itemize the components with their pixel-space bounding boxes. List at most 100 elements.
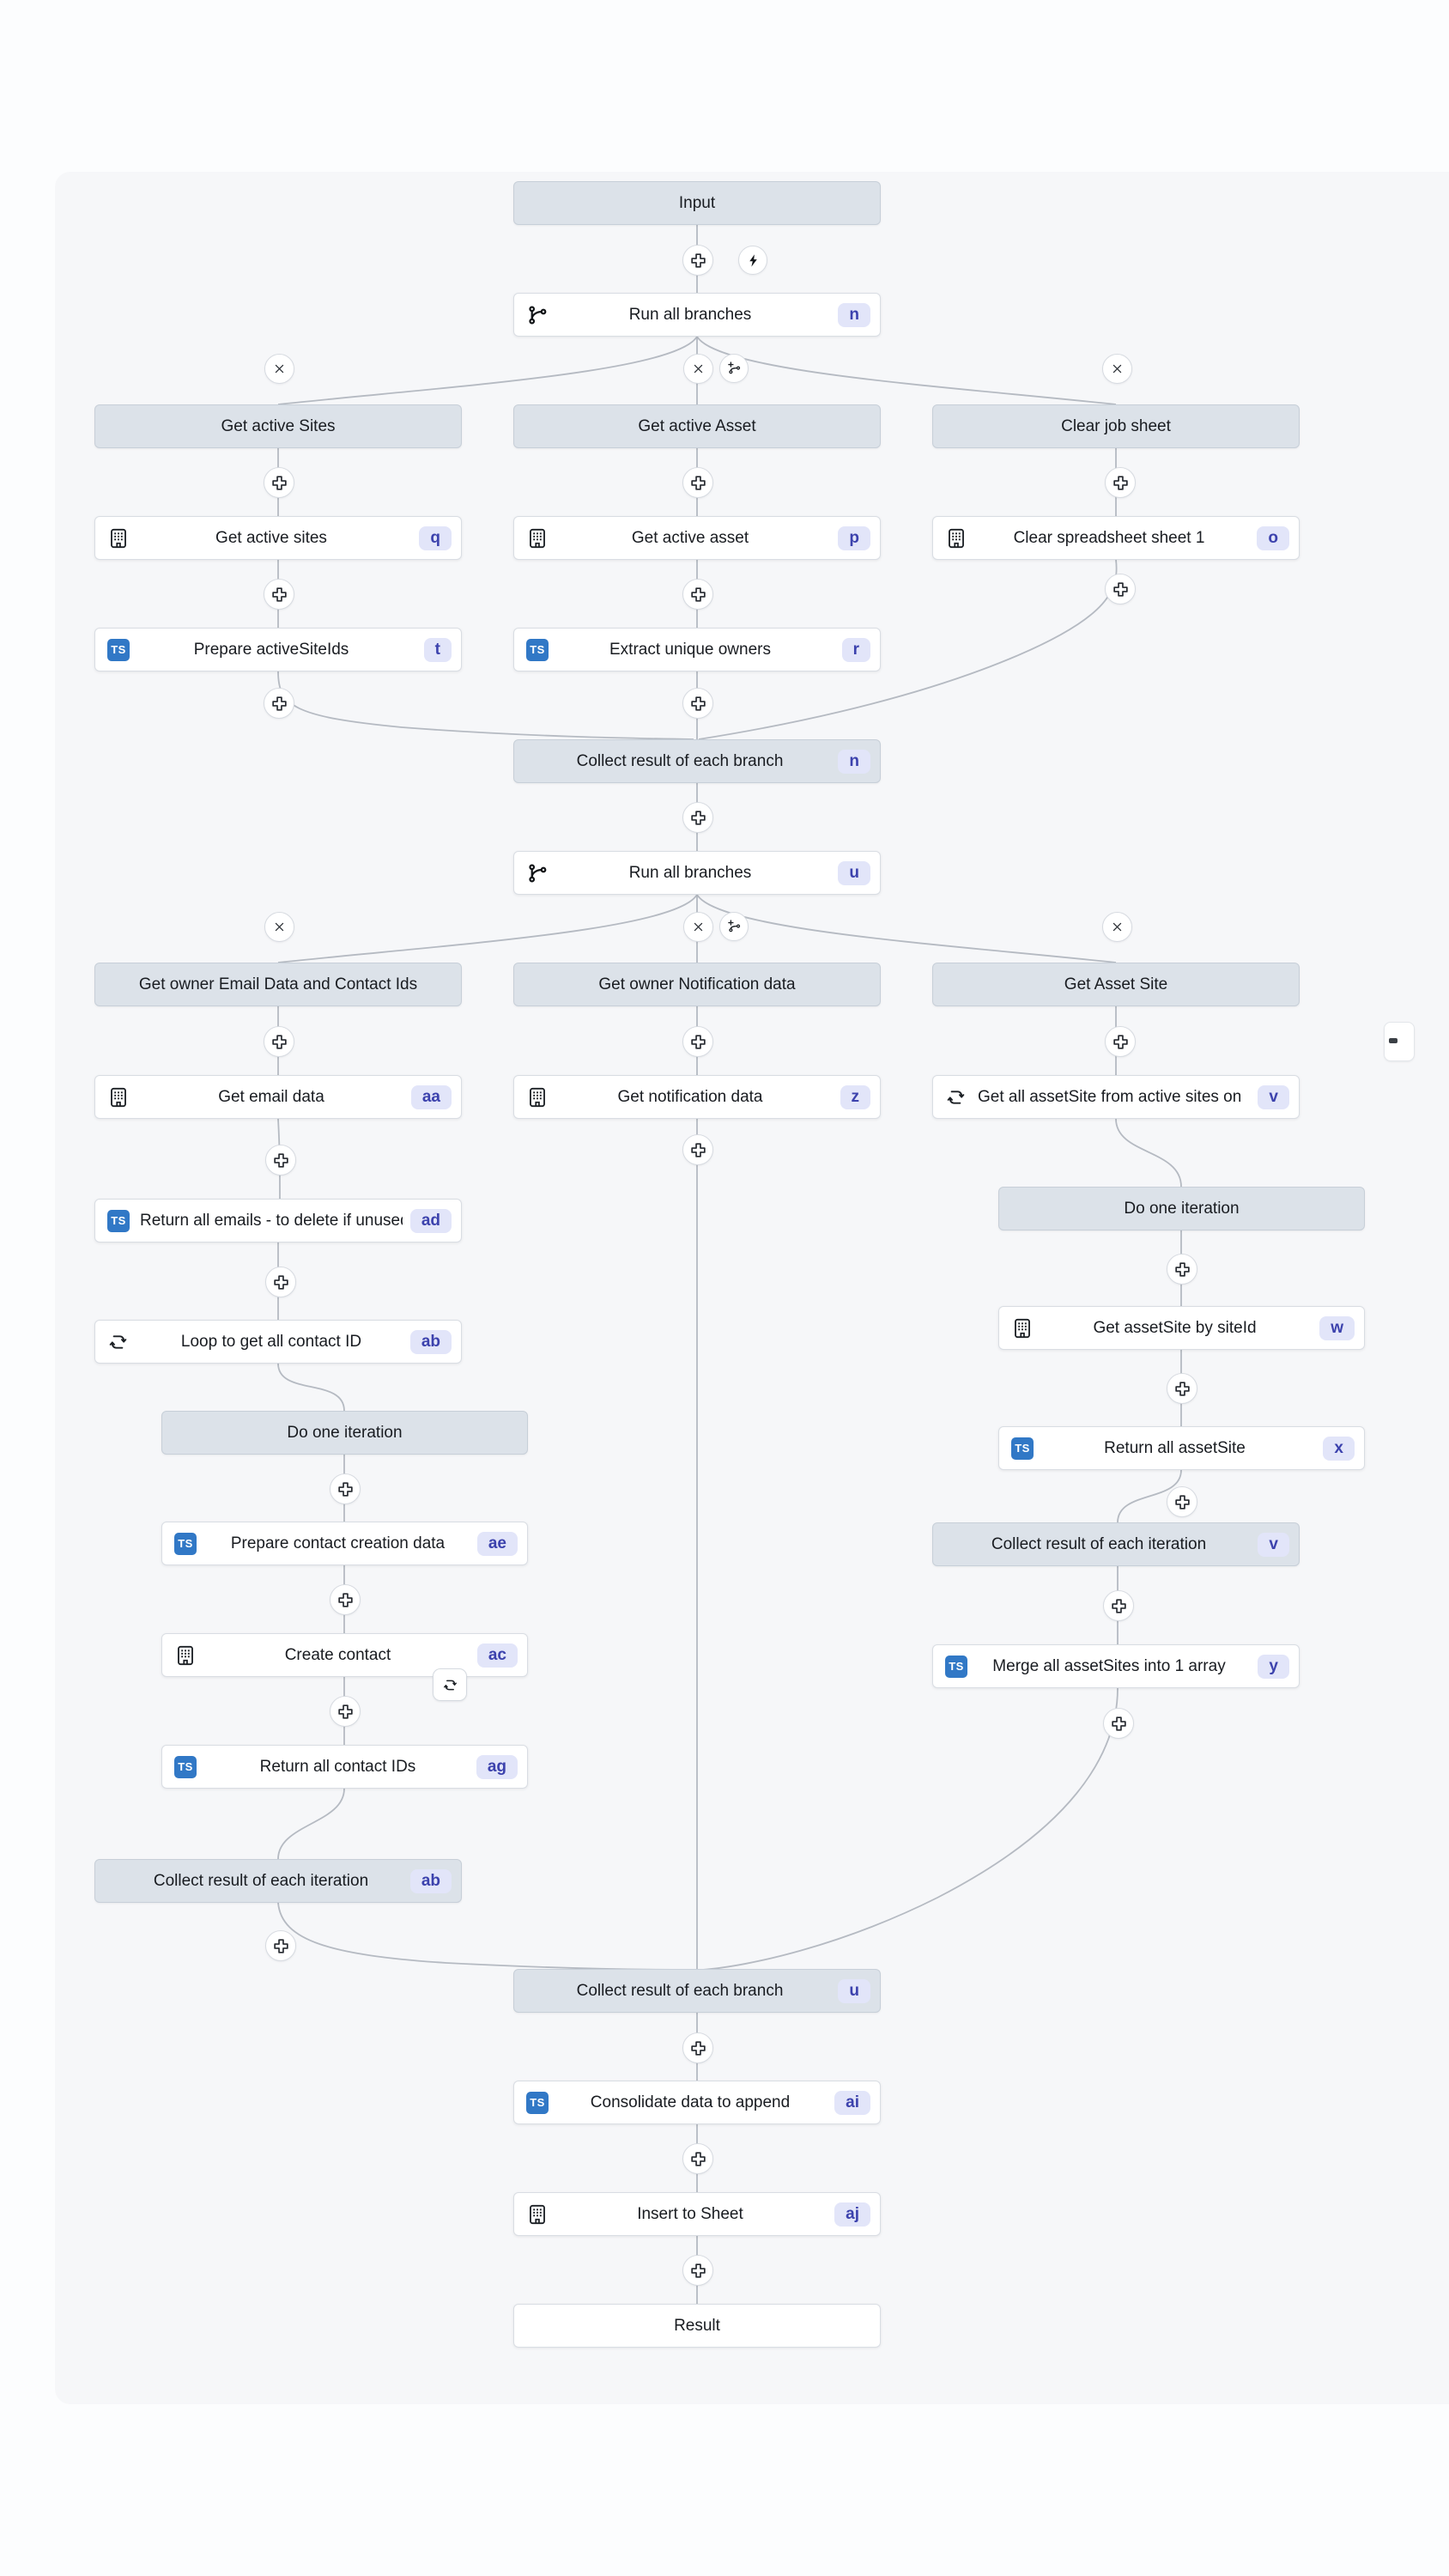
node-label: Return all contact IDs [259,1757,416,1776]
add-block-button[interactable] [1103,1708,1134,1739]
connector-edge [277,336,698,405]
node-id-badge: p [838,526,870,550]
add-block-button[interactable] [682,579,713,610]
add-block-button[interactable] [264,467,294,498]
add-block-button[interactable] [1103,1590,1134,1621]
add-block-button[interactable] [330,1584,361,1615]
add-branch-button[interactable] [719,912,749,941]
node-get-owner-notification-header[interactable]: Get owner Notification data [513,963,881,1006]
remove-branch-button[interactable] [264,353,294,384]
node-id-badge: ae [476,1531,518,1556]
connector-edge [701,1687,1119,1971]
node-label: Collect result of each branch [576,1981,784,2000]
loop-icon [945,1086,967,1108]
add-block-button[interactable] [682,1134,713,1165]
node-label: Do one iteration [1124,1199,1240,1218]
add-block-button[interactable] [682,2255,713,2286]
add-block-button[interactable] [682,2143,713,2174]
connector-edge [277,1902,693,1971]
node-label: Run all branches [628,305,752,324]
node-id-badge: u [838,1978,870,2003]
node-do-one-iteration-right[interactable]: Do one iteration [998,1187,1365,1230]
node-label: Collect result of each iteration [153,1871,369,1890]
node-get-asset-site-header[interactable]: Get Asset Site [932,963,1300,1006]
node-run-all-branches-1[interactable]: Run all branches n [513,293,881,337]
node-id-badge: t [423,637,452,662]
remove-branch-button[interactable] [682,353,713,384]
add-block-button[interactable] [330,1696,361,1727]
node-label: Return all assetSite [1104,1438,1246,1457]
add-block-button[interactable] [682,802,713,833]
node-result[interactable]: Result [513,2304,881,2348]
add-block-button[interactable] [1105,1026,1136,1057]
add-block-button[interactable] [265,1930,296,1961]
node-label: Collect result of each iteration [991,1534,1207,1553]
add-block-button[interactable] [1167,1254,1197,1285]
add-block-button[interactable] [682,467,713,498]
branch-fork-icon [526,304,549,326]
node-collect-result-branch-2[interactable]: Collect result of each branch u [513,1969,881,2013]
typescript-icon: TS [526,2091,549,2114]
trigger-icon[interactable] [738,246,767,275]
add-block-button[interactable] [682,688,713,719]
node-get-owner-email-header[interactable]: Get owner Email Data and Contact Ids [94,963,462,1006]
node-label: Get active Asset [638,416,756,435]
node-do-one-iteration-left[interactable]: Do one iteration [161,1411,528,1455]
add-block-button[interactable] [265,1145,296,1176]
node-get-active-asset-header[interactable]: Get active Asset [513,404,881,448]
remove-branch-button[interactable] [264,911,294,942]
node-id-badge: r [841,637,870,662]
add-block-button[interactable] [1105,574,1136,605]
remove-branch-button[interactable] [682,911,713,942]
add-block-button[interactable] [265,1267,296,1297]
node-input[interactable]: Input [513,181,881,225]
add-block-button[interactable] [330,1473,361,1504]
node-clear-job-sheet-header[interactable]: Clear job sheet [932,404,1300,448]
add-block-button[interactable] [264,688,294,719]
node-label: Prepare activeSiteIds [193,640,349,659]
add-block-button[interactable] [1167,1373,1197,1404]
add-block-button[interactable] [682,2032,713,2063]
node-get-active-sites-header[interactable]: Get active Sites [94,404,462,448]
add-block-button[interactable] [264,1026,294,1057]
spreadsheet-resource-icon [174,1644,197,1667]
node-label: Insert to Sheet [637,2204,743,2223]
node-id-badge: n [838,302,870,327]
spreadsheet-resource-icon [526,1086,549,1109]
node-label: Collect result of each branch [576,751,784,770]
add-block-button[interactable] [682,245,713,276]
add-block-button[interactable] [1167,1486,1197,1517]
add-branch-button[interactable] [719,354,749,383]
add-block-button[interactable] [1105,467,1136,498]
node-id-badge: v [1258,1532,1289,1557]
add-block-button[interactable] [682,1026,713,1057]
retry-loop-chip[interactable] [433,1668,467,1701]
node-get-all-assetsite[interactable]: Get all assetSite from active sites only… [932,1075,1300,1119]
add-block-button[interactable] [264,579,294,610]
node-collect-result-iteration-right[interactable]: Collect result of each iteration v [932,1522,1300,1566]
remove-branch-button[interactable] [1101,353,1132,384]
node-label: Create contact [284,1645,391,1664]
remove-branch-button[interactable] [1101,911,1132,942]
